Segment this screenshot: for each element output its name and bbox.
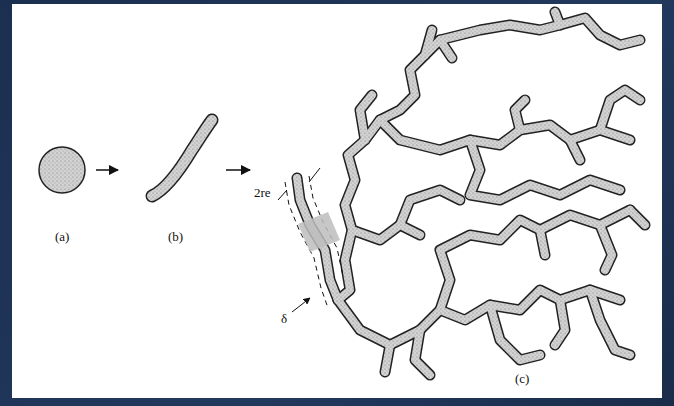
network-strand	[360, 95, 612, 270]
step-arrow	[226, 169, 250, 171]
network-strand	[338, 18, 640, 300]
figure-label: (a)	[55, 230, 69, 243]
network-strand	[338, 290, 620, 345]
network-strand	[600, 90, 640, 130]
dimension-marks	[278, 168, 343, 312]
network-strand	[352, 225, 420, 240]
network-strand	[425, 30, 452, 58]
network-strand	[470, 140, 620, 200]
network-strand	[415, 12, 560, 375]
network-strand	[338, 290, 620, 345]
network-strand	[338, 18, 640, 300]
network-strand	[600, 90, 640, 130]
network-strand	[400, 190, 460, 225]
dimension-label: 2re	[254, 186, 271, 199]
particle-sphere	[39, 147, 85, 193]
figure-label: (b)	[168, 230, 183, 243]
network-strand	[380, 120, 630, 150]
figure-label: (c)	[515, 372, 529, 385]
network-strand	[352, 225, 420, 240]
dimension-label: δ	[281, 312, 287, 325]
branched-network	[297, 12, 645, 375]
network-strand	[590, 290, 630, 355]
step-arrow	[96, 169, 118, 171]
network-strand	[380, 120, 630, 150]
network-strand	[400, 190, 460, 225]
network-strand	[470, 140, 620, 200]
network-strand	[360, 95, 612, 270]
network-strand	[490, 305, 540, 360]
network-strand	[490, 305, 540, 360]
network-strand	[385, 210, 645, 372]
elongated-particle	[152, 120, 212, 196]
